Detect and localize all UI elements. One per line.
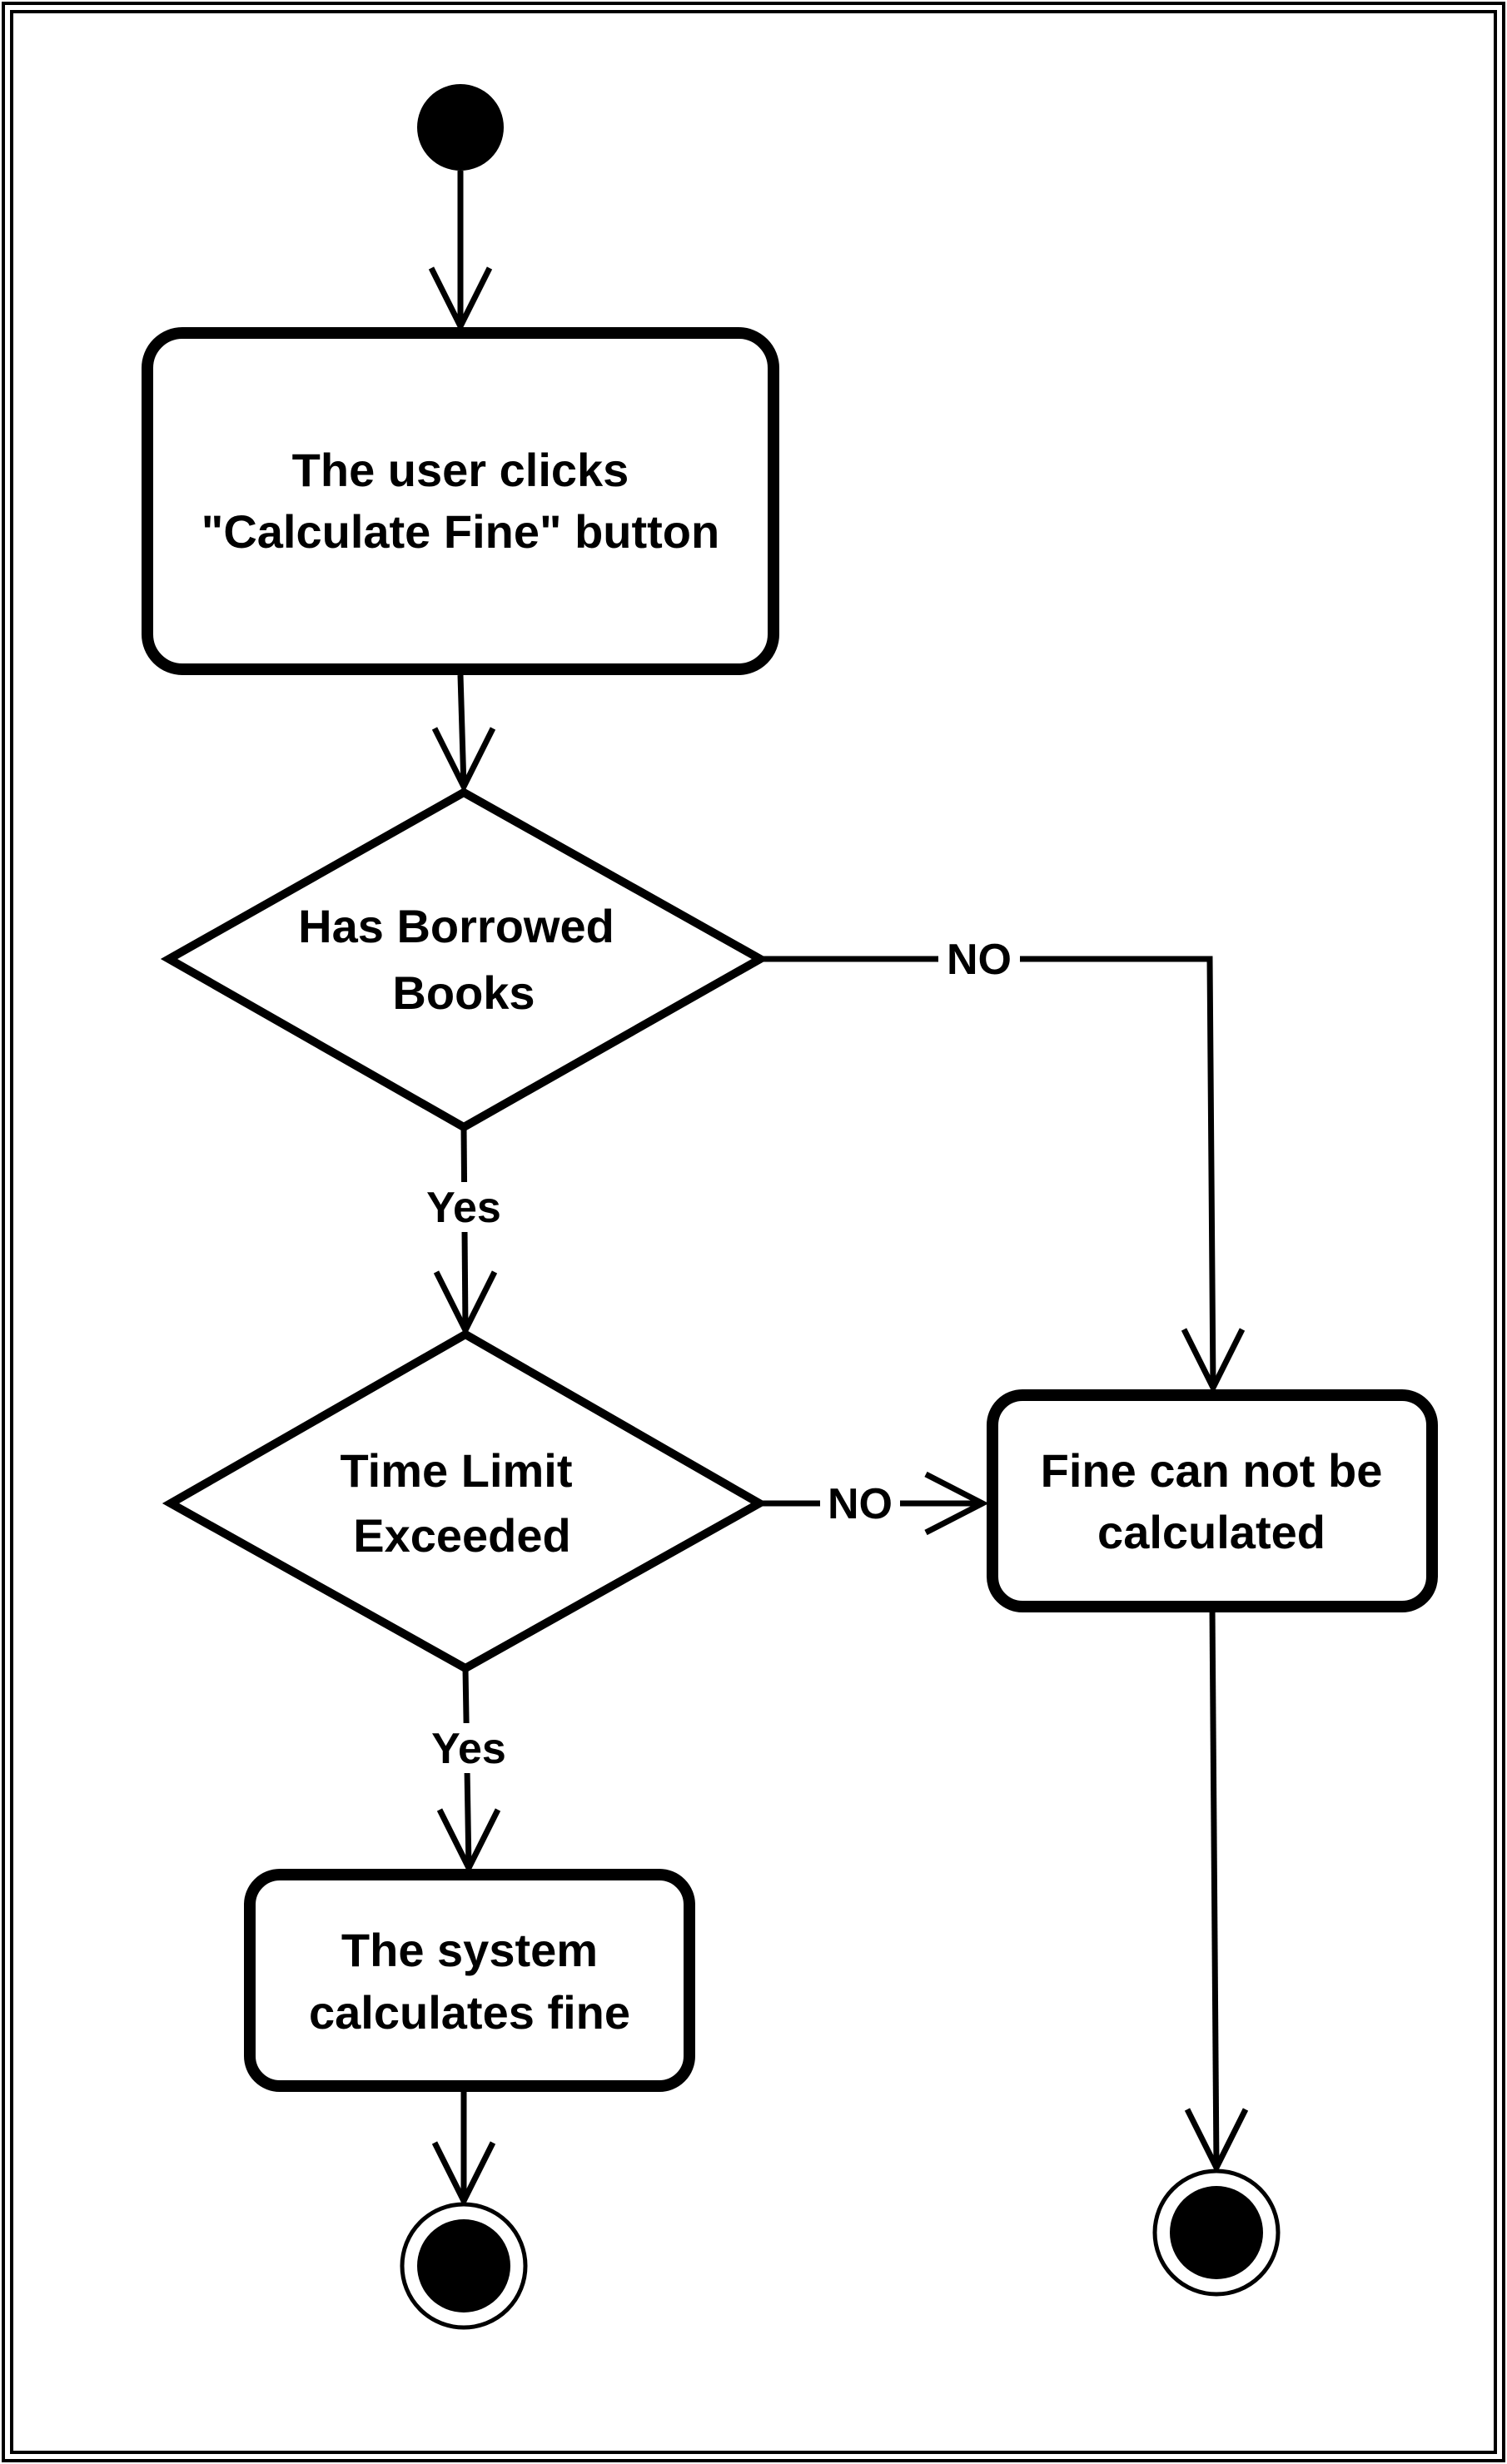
arrow-head: [436, 1808, 501, 1875]
decision-has-borrowed-books: Has Borrowed Books: [160, 787, 769, 1132]
edge-label-borrowed-no: NO: [947, 936, 1012, 984]
decision-time-limit-line-1: Time Limit: [340, 1444, 572, 1497]
decision-has-borrowed-line-1: Has Borrowed: [298, 900, 614, 952]
edge-cannot-calc-to-end: [1184, 1606, 1249, 2174]
decision-time-limit-line-2: Exceeded: [353, 1509, 571, 1562]
node-system-calc-line-1: The system: [341, 1924, 598, 1976]
arrow-head: [431, 2141, 496, 2208]
edge-has-borrowed-yes: Yes: [414, 1126, 517, 1337]
decision-has-borrowed-line-2: Books: [392, 966, 535, 1019]
node-cannot-calc-line-2: calculated: [1097, 1506, 1325, 1558]
edge-time-limit-no: NO: [759, 1471, 989, 1536]
edge-label-time-yes: Yes: [431, 1725, 506, 1773]
arrow-head: [428, 266, 493, 333]
edge-has-borrowed-no: NO: [760, 934, 1246, 1394]
edge-time-limit-yes: Yes: [417, 1667, 520, 1875]
edge-start-to-user-clicks: [428, 171, 493, 333]
node-user-clicks-line-1: The user clicks: [292, 444, 629, 496]
node-cannot-calc-line-1: Fine can not be: [1041, 1444, 1383, 1497]
node-user-clicks: The user clicks "Calculate Fine" button: [142, 327, 779, 675]
arrow-head: [431, 727, 496, 793]
node-user-clicks-line-2: "Calculate Fine" button: [201, 505, 719, 558]
inner-frame: [10, 10, 1497, 2454]
decision-time-limit-exceeded: Time Limit Exceeded: [162, 1329, 768, 1673]
arrow-head: [1184, 2108, 1249, 2174]
node-system-calc-line-2: calculates fine: [309, 1986, 630, 2039]
end-node-left: [400, 2202, 528, 2330]
start-node: [417, 84, 504, 171]
edge-label-borrowed-yes: Yes: [426, 1184, 501, 1232]
edge-label-time-no: NO: [828, 1480, 893, 1528]
arrow-head: [924, 1471, 989, 1536]
edge-system-calc-to-end: [431, 2086, 496, 2208]
arrow-head: [1181, 1328, 1246, 1394]
node-system-calculates-fine: The system calculates fine: [244, 1869, 695, 2092]
node-fine-cannot-be-calculated: Fine can not be calculated: [987, 1389, 1438, 1612]
end-node-right: [1152, 2168, 1281, 2297]
edge-user-clicks-to-has-borrowed: [431, 674, 496, 793]
